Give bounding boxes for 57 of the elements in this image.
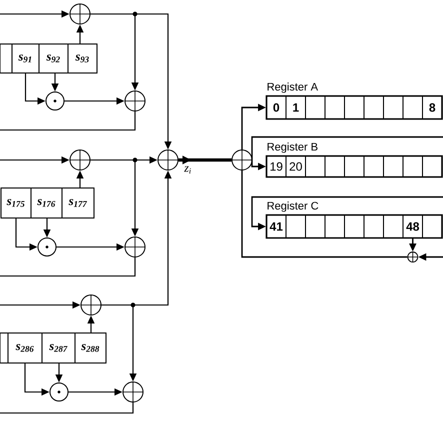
register-cell: s$_{286}$: [8, 332, 42, 364]
connector-line: [241, 170, 408, 258]
register-cell: [383, 96, 404, 120]
register-cell: [324, 214, 345, 238]
register-cell: s$_{177}$: [62, 188, 94, 218]
register-cell: [344, 156, 364, 178]
register-label: Register C: [268, 202, 318, 212]
register-cell: 0: [266, 96, 286, 120]
register-cell: [383, 156, 404, 178]
xor-gate: [80, 294, 102, 316]
and-gate: [38, 238, 56, 256]
register-cell: [344, 96, 364, 120]
register-cell: s$_{288}$: [74, 332, 106, 364]
connector-line: [0, 112, 136, 131]
register-cell: [0, 332, 8, 364]
register-cell: s$_{175}$: [0, 188, 32, 218]
register-cell: [305, 156, 326, 178]
xor-gate: [407, 252, 418, 262]
register-cell: [305, 96, 326, 120]
connector-line: [0, 402, 134, 414]
xor-gate: [122, 382, 144, 402]
register-cell: 41: [266, 214, 286, 238]
xor-gate: [124, 236, 146, 258]
register-cell: s$_{176}$: [30, 188, 62, 218]
register-label: Register A: [268, 82, 318, 93]
register-cell: [383, 214, 404, 238]
register-cell: [422, 156, 442, 178]
xor-gate: [232, 150, 252, 170]
xor-gate: [70, 150, 90, 170]
register-cell: s$_{91}$: [12, 44, 40, 74]
register-cell: [364, 156, 384, 178]
register-cell: [402, 156, 423, 178]
output-label: z$_{i}$: [184, 166, 191, 174]
register-cell: [305, 214, 326, 238]
register-cell: s$_{92}$: [38, 44, 68, 74]
xor-gate: [124, 90, 146, 112]
register-cell: [324, 156, 345, 178]
register-cell: [344, 214, 364, 238]
register-cell: s$_{93}$: [68, 44, 98, 74]
register-cell: [364, 96, 384, 120]
register-cell: [0, 44, 12, 74]
register-cell: 48: [402, 214, 423, 238]
register-cell: s$_{287}$: [42, 332, 76, 364]
register-cell: 19: [266, 156, 286, 178]
register-cell: [286, 214, 306, 238]
register-cell: [324, 96, 345, 120]
register-cell: [364, 214, 384, 238]
connector-line: [0, 258, 136, 277]
xor-gate: [70, 4, 90, 24]
and-gate: [46, 92, 64, 110]
register-cell: 1: [286, 96, 306, 120]
register-cell: 8: [422, 96, 442, 120]
register-label: Register B: [268, 142, 318, 153]
register-cell: 20: [286, 156, 306, 178]
register-cell: [402, 96, 423, 120]
and-gate: [50, 382, 68, 402]
register-cell: [422, 214, 442, 238]
